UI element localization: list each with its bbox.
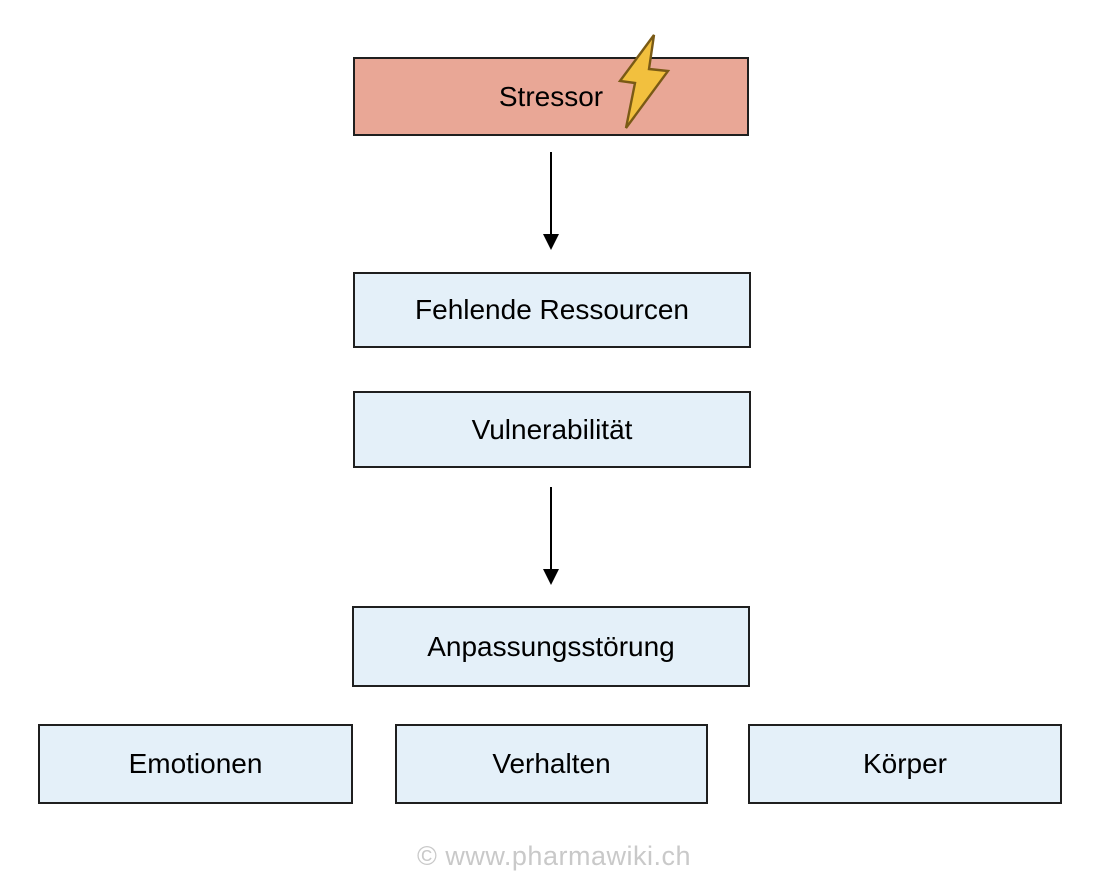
node-verhalten-label: Verhalten bbox=[492, 748, 611, 779]
node-emotionen: Emotionen bbox=[38, 724, 353, 804]
arrow-down-vulnerabilitaet-to-anpassungsstoerung bbox=[543, 487, 559, 585]
node-verhalten: Verhalten bbox=[395, 724, 708, 804]
node-fehlende-ressourcen-label: Fehlende Ressourcen bbox=[415, 294, 689, 325]
node-anpassungsstoerung: Anpassungsstörung bbox=[352, 606, 750, 687]
lightning-bolt-icon bbox=[617, 34, 671, 129]
node-anpassungsstoerung-label: Anpassungsstörung bbox=[427, 630, 675, 662]
node-stressor: Stressor bbox=[353, 57, 749, 136]
arrow-down-stressor-to-ressourcen bbox=[543, 152, 559, 250]
node-vulnerabilitaet-label: Vulnerabilität bbox=[471, 413, 633, 445]
node-koerper-label: Körper bbox=[862, 748, 948, 779]
node-koerper: Körper bbox=[748, 724, 1062, 804]
node-fehlende-ressourcen: Fehlende Ressourcen bbox=[353, 272, 751, 348]
node-emotionen-label: Emotionen bbox=[128, 748, 263, 779]
node-vulnerabilitaet: Vulnerabilität bbox=[353, 391, 751, 468]
copyright-watermark: © www.pharmawiki.ch bbox=[417, 841, 691, 871]
node-stressor-label: Stressor bbox=[498, 80, 604, 112]
